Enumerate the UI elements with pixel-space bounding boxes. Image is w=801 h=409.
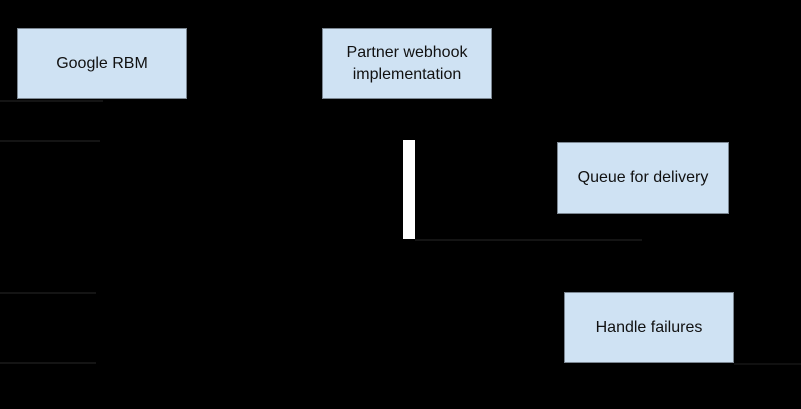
faint-connector-line bbox=[0, 362, 96, 364]
node-queue-for-delivery: Queue for delivery bbox=[557, 142, 729, 214]
faint-connector-line bbox=[0, 100, 103, 102]
node-partner-webhook-label: Partner webhook implementation bbox=[346, 43, 468, 83]
activation-bar bbox=[403, 140, 415, 239]
node-google-rbm: Google RBM bbox=[17, 28, 187, 99]
node-handle-failures: Handle failures bbox=[564, 292, 734, 363]
faint-connector-line bbox=[0, 292, 96, 294]
faint-connector-line bbox=[415, 239, 642, 241]
faint-connector-line bbox=[734, 363, 801, 365]
node-partner-webhook: Partner webhook implementation bbox=[322, 28, 492, 99]
node-google-rbm-label: Google RBM bbox=[56, 54, 148, 72]
faint-connector-line bbox=[0, 140, 100, 142]
node-handle-failures-label: Handle failures bbox=[595, 318, 703, 336]
node-queue-for-delivery-label: Queue for delivery bbox=[577, 169, 709, 186]
